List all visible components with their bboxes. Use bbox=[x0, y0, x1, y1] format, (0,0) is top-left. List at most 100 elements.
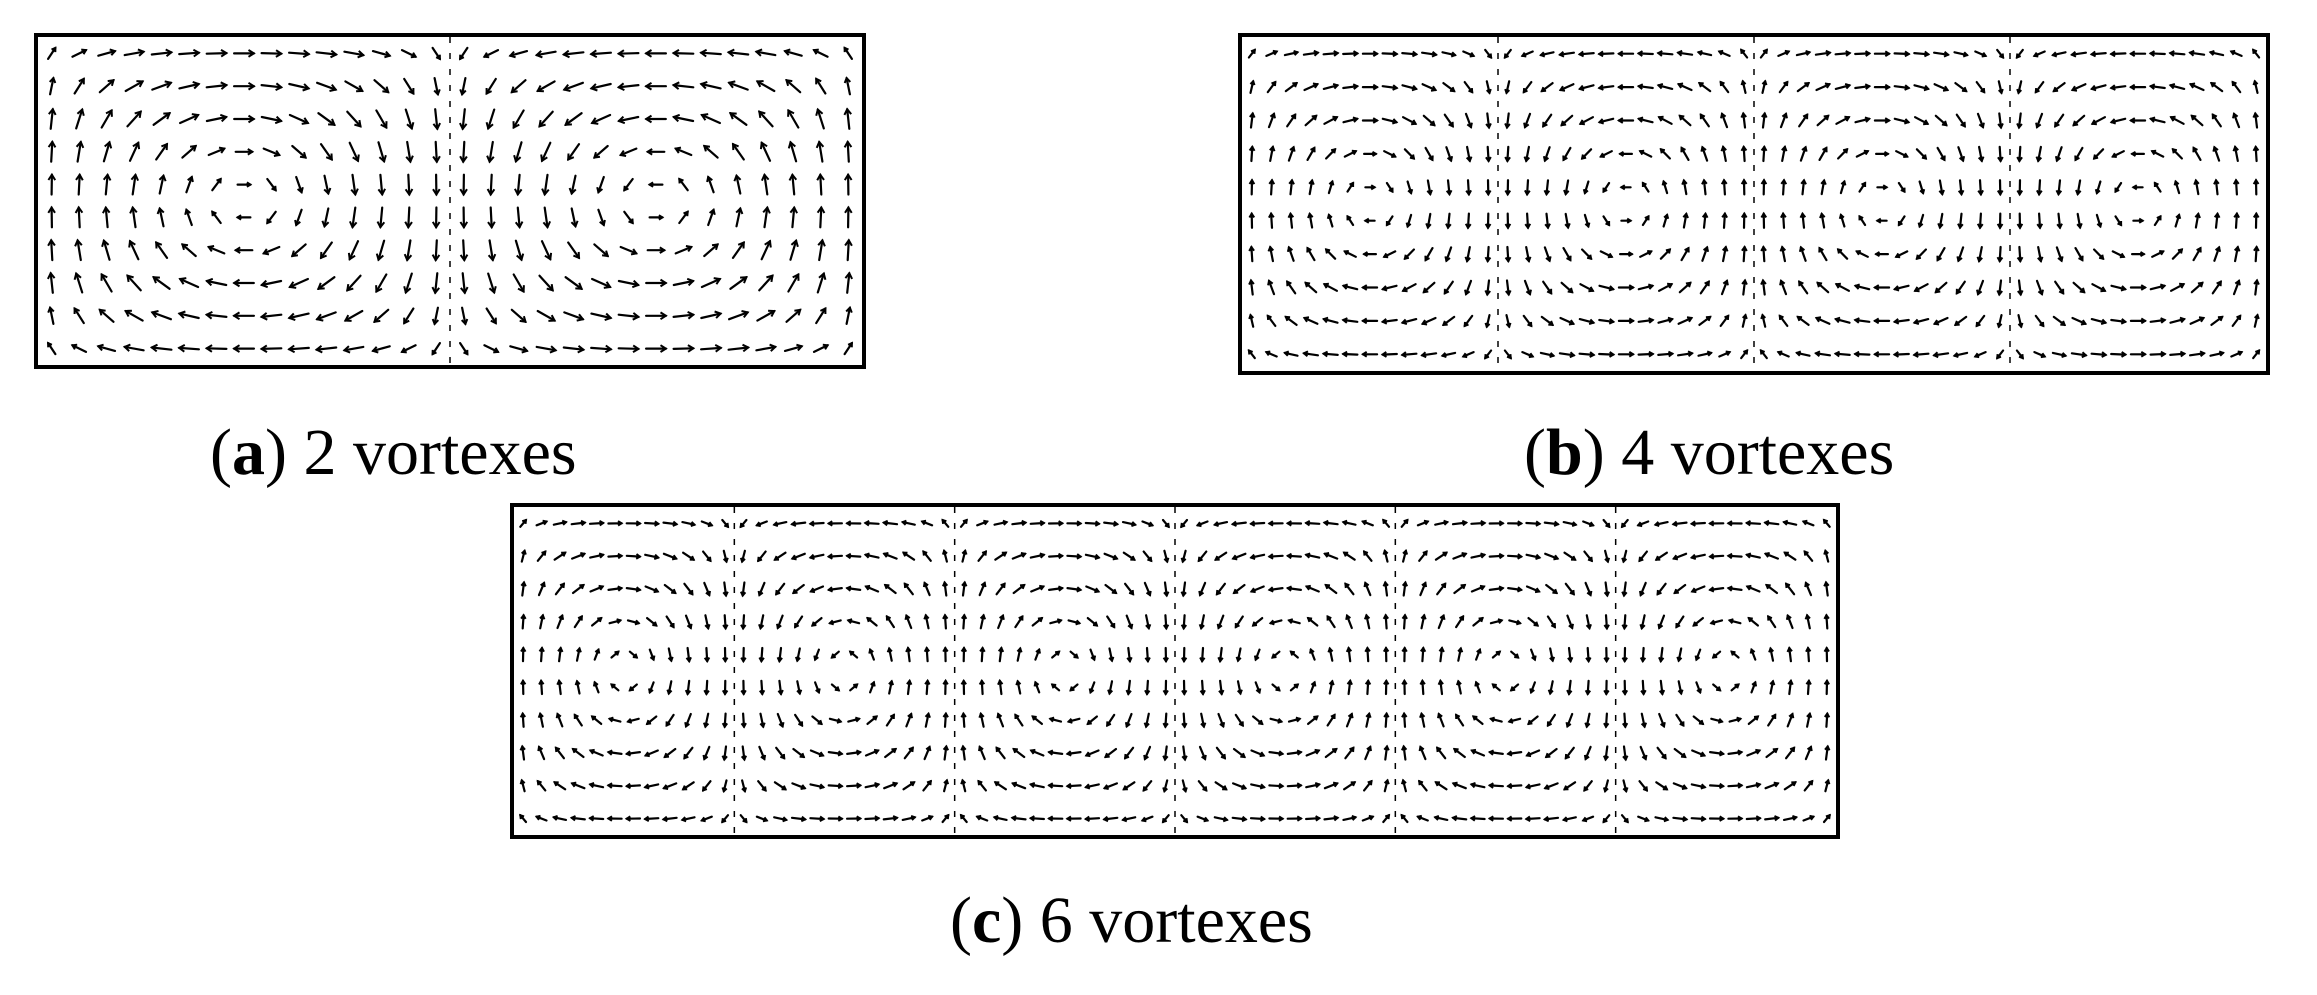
velocity-arrow bbox=[1997, 145, 2004, 163]
velocity-arrow bbox=[1143, 712, 1150, 729]
velocity-arrow bbox=[1582, 520, 1595, 528]
velocity-arrow bbox=[1677, 350, 1694, 358]
velocity-arrow bbox=[923, 745, 932, 761]
velocity-arrow bbox=[2016, 179, 2024, 197]
velocity-arrow bbox=[400, 344, 417, 354]
velocity-arrow bbox=[1603, 712, 1610, 729]
velocity-arrow bbox=[590, 344, 613, 354]
vortex-field-4 bbox=[1238, 33, 2270, 375]
velocity-arrow bbox=[593, 243, 610, 258]
velocity-arrow bbox=[1143, 745, 1152, 761]
velocity-arrow bbox=[843, 140, 853, 163]
velocity-arrow bbox=[1287, 145, 1296, 162]
velocity-arrow bbox=[1362, 150, 1378, 157]
velocity-arrow bbox=[1198, 581, 1207, 597]
velocity-arrow bbox=[1306, 616, 1319, 627]
velocity-arrow bbox=[1362, 251, 1377, 258]
velocity-arrow bbox=[1253, 648, 1261, 662]
velocity-arrow bbox=[403, 307, 415, 325]
velocity-arrow bbox=[1269, 717, 1284, 724]
velocity-arrow bbox=[1876, 184, 1889, 191]
velocity-arrow bbox=[534, 50, 557, 59]
velocity-arrow bbox=[2169, 350, 2187, 358]
velocity-arrow bbox=[702, 550, 712, 563]
velocity-arrow bbox=[942, 711, 949, 728]
velocity-arrow bbox=[1956, 246, 1965, 263]
velocity-arrow bbox=[740, 646, 747, 664]
velocity-arrow bbox=[315, 311, 337, 322]
velocity-arrow bbox=[1740, 79, 1747, 95]
velocity-arrow bbox=[727, 343, 751, 353]
velocity-arrow bbox=[1636, 83, 1654, 90]
velocity-arrow bbox=[1657, 115, 1673, 125]
velocity-arrow bbox=[1823, 711, 1831, 728]
velocity-arrow bbox=[1558, 351, 1576, 359]
velocity-arrow bbox=[1344, 746, 1355, 760]
velocity-arrow bbox=[1286, 113, 1297, 128]
velocity-arrow bbox=[344, 80, 364, 93]
caption-close: ) bbox=[1001, 884, 1024, 957]
velocity-arrow bbox=[151, 80, 173, 91]
velocity-arrow bbox=[47, 46, 57, 60]
velocity-arrow bbox=[2074, 146, 2084, 162]
velocity-arrow bbox=[683, 746, 694, 760]
velocity-arrow bbox=[739, 518, 748, 529]
velocity-arrow bbox=[520, 580, 527, 597]
velocity-arrow bbox=[1419, 678, 1426, 696]
velocity-arrow bbox=[1342, 551, 1356, 561]
velocity-arrow bbox=[1123, 582, 1135, 596]
velocity-arrow bbox=[592, 144, 609, 159]
velocity-arrow bbox=[1418, 779, 1428, 792]
velocity-arrow bbox=[1268, 619, 1283, 626]
velocity-arrow bbox=[1364, 745, 1372, 761]
velocity-arrow bbox=[1656, 746, 1667, 760]
velocity-arrow bbox=[1103, 747, 1118, 759]
velocity-arrow bbox=[1400, 813, 1409, 824]
velocity-arrow bbox=[648, 214, 665, 221]
velocity-arrow bbox=[1181, 679, 1188, 696]
velocity-arrow bbox=[1308, 178, 1315, 196]
velocity-arrow bbox=[1218, 679, 1225, 696]
velocity-arrow bbox=[1539, 51, 1555, 58]
velocity-arrow bbox=[1180, 518, 1189, 529]
velocity-arrow bbox=[570, 207, 579, 229]
velocity-arrow bbox=[739, 549, 746, 564]
velocity-arrow bbox=[487, 239, 497, 262]
velocity-arrow bbox=[2150, 149, 2165, 158]
velocity-arrow bbox=[373, 79, 390, 94]
velocity-arrow bbox=[126, 274, 142, 292]
velocity-arrow bbox=[431, 272, 440, 295]
velocity-arrow bbox=[1996, 245, 2004, 264]
velocity-arrow bbox=[996, 712, 1005, 728]
velocity-arrow bbox=[1602, 814, 1611, 824]
velocity-arrow bbox=[589, 552, 605, 559]
velocity-arrow bbox=[1697, 350, 1713, 357]
velocity-arrow bbox=[2148, 50, 2166, 57]
velocity-arrow bbox=[1524, 212, 1532, 230]
velocity-arrow bbox=[1761, 111, 1768, 129]
velocity-arrow bbox=[1365, 711, 1372, 728]
velocity-arrow bbox=[2209, 81, 2224, 93]
velocity-arrow bbox=[1657, 316, 1674, 324]
velocity-arrow bbox=[1784, 582, 1796, 596]
velocity-arrow bbox=[1834, 316, 1851, 324]
velocity-arrow bbox=[2109, 117, 2127, 125]
velocity-arrow bbox=[2054, 280, 2065, 295]
velocity-arrow bbox=[843, 76, 852, 96]
velocity-arrow bbox=[624, 750, 642, 757]
velocity-arrow bbox=[553, 551, 567, 561]
velocity-arrow bbox=[830, 650, 840, 659]
velocity-arrow bbox=[233, 81, 256, 91]
velocity-arrow bbox=[2252, 48, 2261, 59]
velocity-arrow bbox=[1463, 80, 1474, 94]
velocity-arrow bbox=[903, 746, 914, 760]
velocity-arrow bbox=[674, 245, 694, 255]
velocity-arrow bbox=[98, 78, 115, 94]
velocity-arrow bbox=[1675, 713, 1685, 728]
velocity-arrow bbox=[815, 306, 827, 325]
velocity-arrow bbox=[869, 680, 876, 694]
velocity-arrow bbox=[1181, 745, 1188, 762]
velocity-arrow bbox=[1271, 650, 1281, 659]
velocity-arrow bbox=[1584, 679, 1592, 696]
velocity-arrow bbox=[644, 81, 668, 91]
